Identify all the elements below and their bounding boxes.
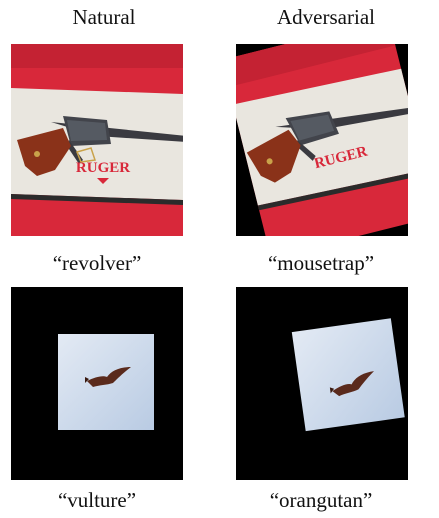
bird-natural-drawing xyxy=(11,287,183,480)
revolver-natural-drawing: RUGER xyxy=(11,44,183,236)
sky-rotated xyxy=(291,318,405,432)
column-header-adversarial: Adversarial xyxy=(277,5,375,29)
image-revolver-adversarial: RUGER xyxy=(236,44,408,236)
caption-revolver: “revolver” xyxy=(52,251,142,275)
caption-orangutan: “orangutan” xyxy=(269,488,373,512)
image-bird-natural xyxy=(11,287,183,480)
image-revolver-natural: RUGER xyxy=(11,44,183,236)
caption-vulture: “vulture” xyxy=(57,488,137,512)
bird-shape xyxy=(85,367,131,387)
case-logo: RUGER xyxy=(76,160,130,176)
bird-adversarial-drawing xyxy=(236,287,408,480)
revolver-grip xyxy=(17,128,71,176)
bird-shape-rotated xyxy=(329,371,375,397)
revolver-adversarial-drawing: RUGER xyxy=(236,44,408,236)
column-header-natural: Natural xyxy=(72,5,136,29)
image-bird-adversarial xyxy=(236,287,408,480)
caption-mousetrap: “mousetrap” xyxy=(267,251,375,275)
revolver-shape xyxy=(17,116,183,176)
